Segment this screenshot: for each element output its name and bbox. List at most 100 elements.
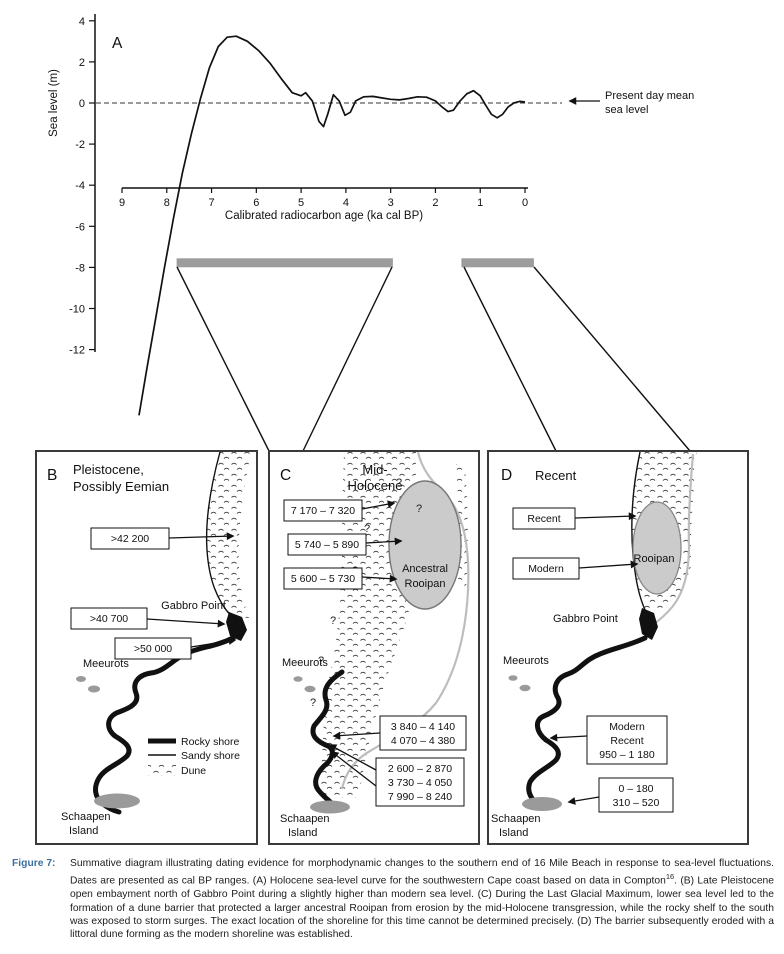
panel-d-title: Recent: [535, 468, 577, 483]
rooipan-blob: [632, 501, 682, 595]
legend-rocky-label: Rocky shore: [181, 736, 240, 748]
legend-dune-label: Dune: [181, 765, 206, 777]
sea-level-curve: [138, 35, 526, 416]
gabbro-point-label: Gabbro Point: [161, 600, 226, 612]
schaapen-island-blob: [94, 793, 140, 809]
panel-c-title-line1: Mid-: [362, 462, 387, 477]
x-tick-label: 2: [432, 197, 438, 209]
connector-line: [176, 266, 270, 452]
date-box-label: 4 070 – 4 380: [391, 735, 455, 747]
panel-a-letter: A: [112, 35, 123, 52]
y-tick-label: -6: [75, 221, 85, 233]
date-box: [379, 715, 467, 751]
date-box: [70, 607, 148, 630]
connector-line: [302, 266, 393, 452]
y-tick-label: 2: [79, 57, 85, 69]
x-tick-label: 8: [164, 197, 170, 209]
date-box-label: Recent: [527, 513, 560, 525]
date-box-label: 7 170 – 7 320: [291, 505, 355, 517]
rooipan-label: Rooipan: [634, 553, 675, 565]
x-tick-label: 6: [253, 197, 259, 209]
date-box: [90, 527, 170, 550]
y-tick-label: -8: [75, 262, 85, 274]
connector-line: [533, 266, 691, 452]
question-mark: ?: [416, 503, 422, 515]
highlight-bars: [176, 258, 534, 268]
rocky-shore-line: [93, 635, 236, 815]
rocky-shore-line: [310, 669, 345, 810]
meeurots-label: Meeurots: [83, 658, 129, 670]
meeurots-islet: [508, 675, 518, 681]
arrow-line: [365, 537, 403, 546]
arrow-line: [190, 637, 237, 648]
date-box-label: 7 990 – 8 240: [388, 791, 452, 803]
arrow-line: [328, 744, 377, 771]
date-box: [512, 507, 576, 530]
date-box-label: >42 200: [111, 533, 149, 545]
present-day-label-line1: Present day mean: [605, 90, 694, 102]
date-box-label: 3 840 – 4 140: [391, 721, 455, 733]
schaapen-island-label-line1: Schaapen: [61, 811, 111, 823]
pan-label-line1: Ancestral: [402, 563, 448, 575]
date-box-label: Modern: [528, 563, 564, 575]
y-tick-label: -10: [69, 304, 85, 316]
date-box: [287, 533, 367, 556]
present-day-label-line2: sea level: [605, 104, 648, 116]
date-box-label: 0 – 180: [618, 783, 653, 795]
x-tick-label: 5: [298, 197, 304, 209]
x-tick-label: 0: [522, 197, 528, 209]
x-tick-label: 3: [388, 197, 394, 209]
figure-caption-label: Figure 7:: [12, 858, 56, 869]
schaapen-island-label-line1: Schaapen: [280, 813, 330, 825]
rocky-shore-line: [526, 635, 648, 809]
question-mark: ?: [330, 615, 336, 627]
y-tick-label: 4: [79, 16, 85, 28]
pan-label-line2: Rooipan: [405, 578, 446, 590]
date-box-label: 3 730 – 4 050: [388, 777, 452, 789]
panel-b-title-line2: Possibly Eemian: [73, 479, 169, 494]
schaapen-island-blob: [310, 800, 350, 814]
legend-sandy-label: Sandy shore: [181, 750, 240, 762]
arrow-line: [361, 500, 396, 510]
meeurots-islet: [88, 685, 100, 693]
date-box-label: 310 – 520: [613, 797, 660, 809]
question-mark: ?: [310, 697, 316, 709]
panel-c-map: Ancestral Rooipan ? ? ? ? ? ? ? 7 170 – …: [268, 450, 480, 845]
connector-line: [463, 266, 557, 452]
date-box-label: Recent: [610, 735, 643, 747]
date-box: [283, 567, 363, 590]
meeurots-label: Meeurots: [282, 657, 328, 669]
arrow-line: [549, 733, 588, 742]
meeurots-islet: [76, 676, 86, 682]
arrow-line: [168, 532, 235, 541]
date-box-label: >50 000: [134, 643, 172, 655]
y-axis-ticks: 420-2-4-6-8-10-12: [69, 16, 95, 357]
x-tick-label: 9: [119, 197, 125, 209]
date-box-label: Modern: [609, 721, 645, 733]
gabbro-point-blob: [639, 608, 658, 640]
arrow-line: [574, 512, 637, 521]
meeurots-islet: [304, 685, 316, 693]
panel-b-map: B Pleistocene, Possibly Eemian >42 200 G…: [35, 450, 258, 845]
panel-d-map: Rooipan Recent Modern Gabbro Point Meeur…: [487, 450, 749, 845]
date-box-label: 5 600 – 5 730: [291, 573, 355, 585]
arrow-line: [578, 560, 639, 569]
arrow-line: [567, 796, 600, 805]
question-mark: ?: [364, 523, 370, 535]
ancestral-rooipan-blob: [388, 480, 462, 610]
y-tick-label: 0: [79, 98, 85, 110]
schaapen-island-label-line2: Island: [288, 827, 317, 839]
date-box-label: >40 700: [90, 613, 128, 625]
date-box: [512, 557, 580, 580]
connector-lines: [176, 266, 691, 452]
meeurots-label: Meeurots: [503, 655, 549, 667]
former-shoreline: [649, 453, 695, 628]
figure-caption: Figure 7: Summative diagram illustrating…: [12, 857, 774, 942]
y-tick-label: -12: [69, 345, 85, 357]
arrow-line: [361, 574, 398, 583]
date-box: [586, 715, 668, 765]
y-tick-label: -4: [75, 180, 85, 192]
date-box-label: 2 600 – 2 870: [388, 763, 452, 775]
